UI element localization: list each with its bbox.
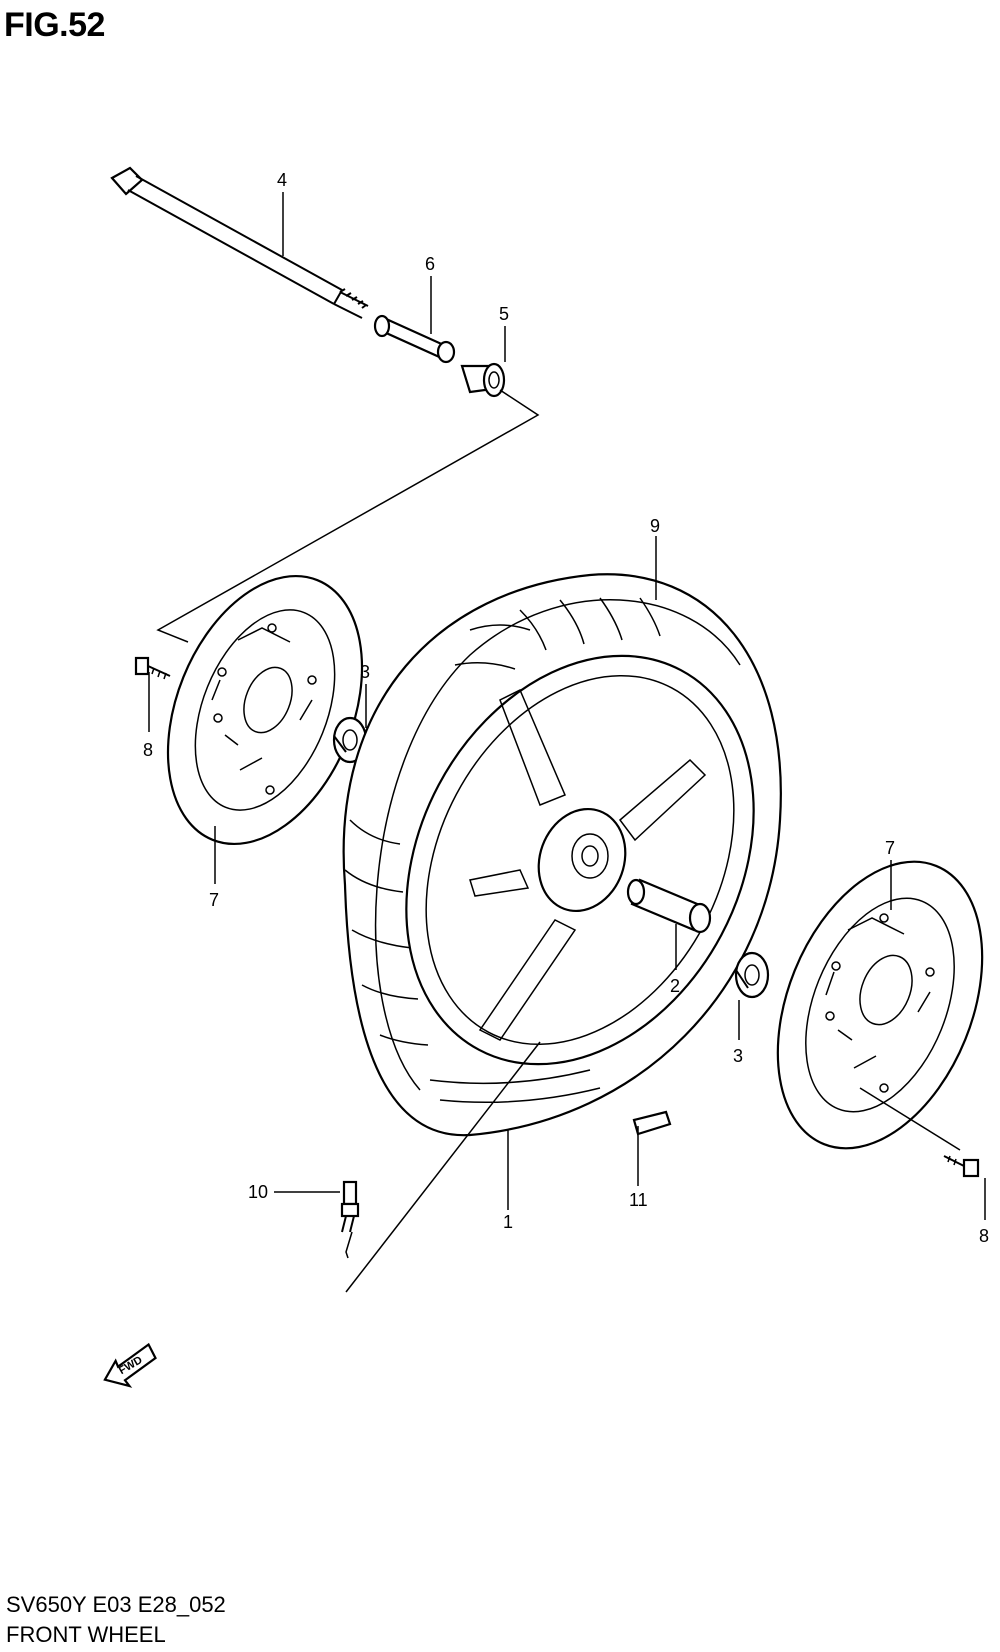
disc-bolt-left: [134, 656, 171, 680]
valve-part: [340, 1041, 541, 1293]
forward-arrow-icon: FWD: [103, 1342, 157, 1388]
callout-disc-left: 7: [209, 890, 219, 910]
section-name: FRONT WHEEL: [6, 1622, 166, 1647]
spacer-part: [373, 314, 456, 364]
callout-bearing-left: 3: [360, 662, 370, 682]
callout-collar: 5: [499, 304, 509, 324]
callout-rim: 1: [503, 1212, 513, 1232]
collar-part: [460, 362, 506, 398]
brake-disc-left: [166, 574, 364, 846]
callout-bolt-right: 8: [979, 1226, 989, 1246]
axle-part: [110, 166, 369, 319]
brake-disc-right: [776, 860, 984, 1150]
callout-valve: 10: [248, 1182, 268, 1202]
callout-disc-right: 7: [885, 838, 895, 858]
callout-axle-spacer: 2: [670, 976, 680, 996]
balancer-weight-part: [632, 1110, 672, 1136]
callout-axle: 4: [277, 170, 287, 190]
figure-title: FIG.52: [4, 6, 105, 44]
callout-balancer: 11: [629, 1190, 648, 1210]
callout-tire: 9: [650, 516, 660, 536]
disc-bolt-right: [859, 1087, 980, 1178]
callout-spacer: 6: [425, 254, 435, 274]
callout-bolt-left: 8: [143, 740, 153, 760]
bearing-right: [734, 951, 770, 999]
axle-spacer-part: [626, 878, 712, 934]
wheel-rim-part: [405, 654, 755, 1066]
callout-bearing-right: 3: [733, 1046, 743, 1066]
model-code: SV650Y E03 E28_052: [6, 1592, 226, 1617]
